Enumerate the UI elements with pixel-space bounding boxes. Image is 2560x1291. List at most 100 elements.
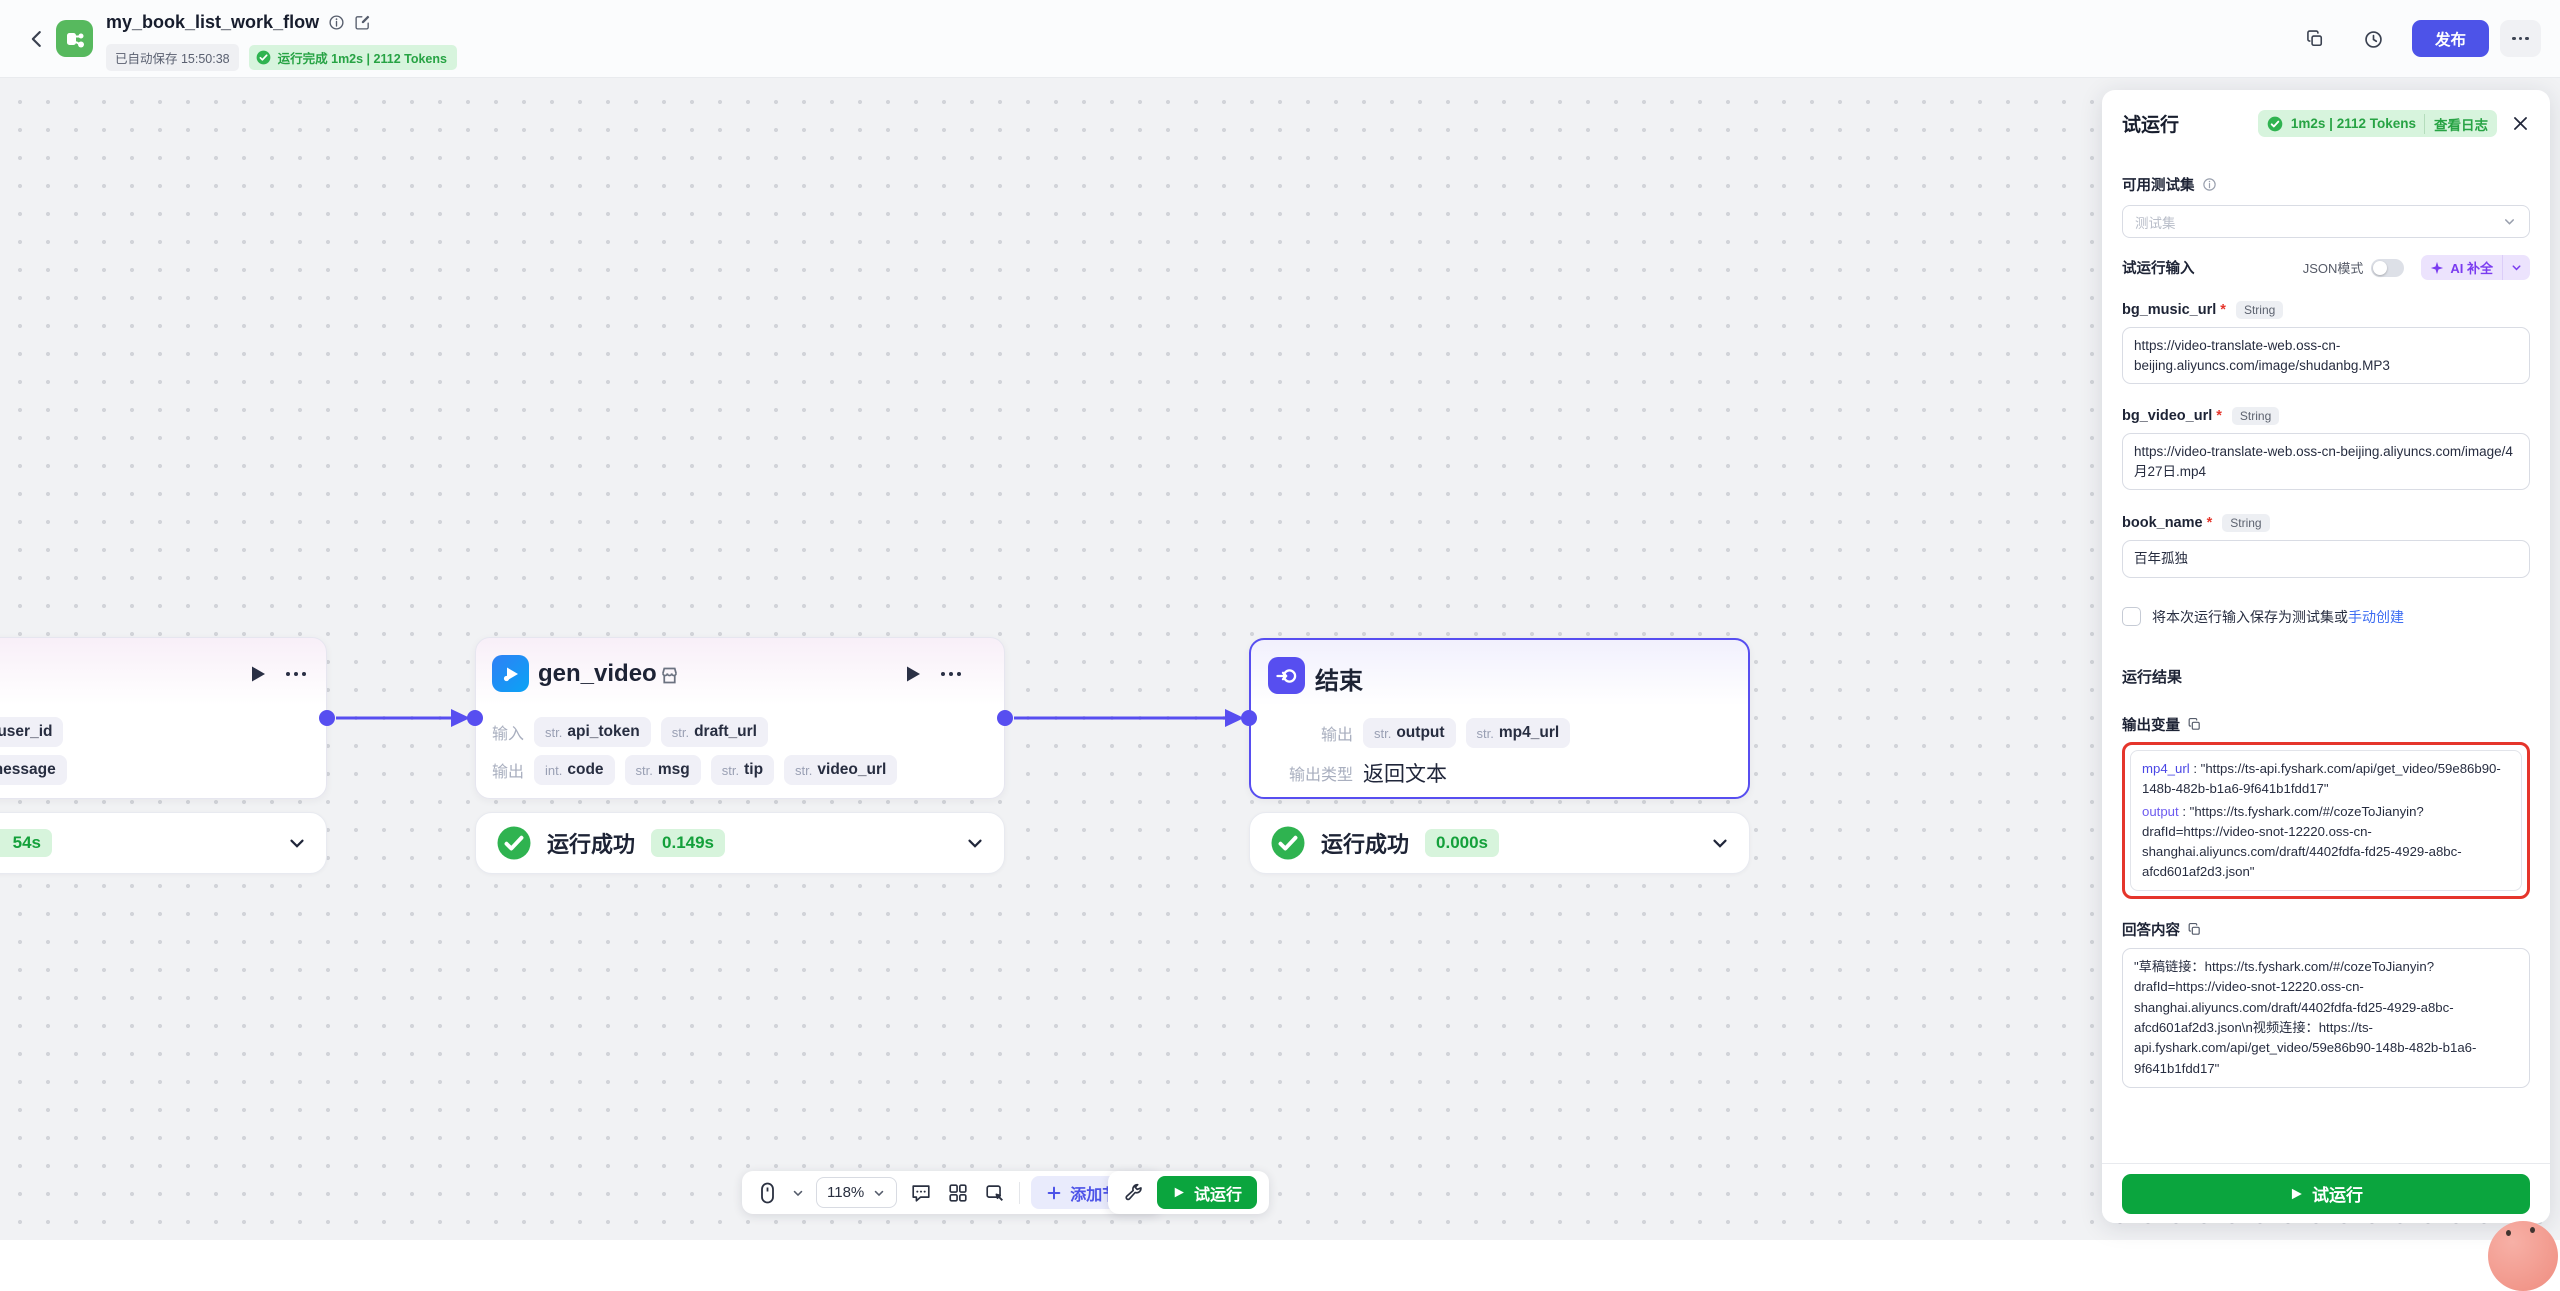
run-status-label: 运行成功 [547, 832, 636, 857]
testset-label: 可用测试集 [2122, 178, 2195, 194]
publish-button[interactable]: 发布 [2412, 20, 2489, 57]
end-node-icon [1268, 657, 1305, 694]
history-icon[interactable] [2356, 22, 2390, 56]
ai-complete-caret[interactable] [2502, 255, 2530, 280]
autosave-badge: 已自动保存 15:50:38 [106, 44, 239, 71]
copy-icon[interactable] [2187, 922, 2202, 937]
panel-footer: 试运行 [2102, 1163, 2550, 1223]
app-header: my_book_list_work_flow 已自动保存 15:50:38 运行… [0, 0, 2560, 78]
panel-test-run-label: 试运行 [2312, 1186, 2363, 1205]
manual-create-link[interactable]: 手动创建 [2348, 608, 2404, 625]
node-more-icon[interactable] [286, 672, 306, 676]
node-title: 结束 [1315, 668, 1363, 695]
chevron-down-icon[interactable] [286, 832, 308, 854]
frame-select-icon[interactable] [982, 1180, 1008, 1206]
auto-layout-icon[interactable] [945, 1180, 971, 1206]
chevron-down-icon [875, 1190, 884, 1196]
chevron-down-icon[interactable] [964, 832, 986, 854]
variable-chip: str.tip [710, 755, 775, 785]
view-log-link[interactable]: 查看日志 [2424, 113, 2488, 134]
save-testset-checkbox[interactable] [2122, 607, 2141, 627]
check-circle-icon [256, 50, 271, 65]
canvas-toolbar: 118% 添加节点 [742, 1171, 1162, 1214]
answer-content-box[interactable]: "草稿链接：https://ts.fyshark.com/#/cozeToJia… [2122, 947, 2530, 1089]
run-duration-badge: 0.149s [651, 829, 726, 857]
header-more-button[interactable] [2500, 20, 2541, 57]
node-end[interactable]: 结束 输出 str.output str.mp4_url 输出类型 返回文本 [1249, 638, 1750, 799]
node-status-gen-video[interactable]: 运行成功 0.149s [475, 812, 1005, 874]
ai-complete-button[interactable]: AI 补全 [2421, 255, 2530, 280]
run-duration-badge: 0.000s [1425, 829, 1500, 857]
bg-music-url-input[interactable]: https://video-translate-web.oss-cn-beiji… [2122, 327, 2530, 385]
save-testset-label: 将本次运行输入保存为测试集或手动创建 [2152, 608, 2404, 625]
node-title: gen_video [538, 660, 657, 687]
run-summary-badge: 1m2s | 2112 Tokens 查看日志 [2257, 110, 2497, 137]
chevron-down-icon [2505, 219, 2514, 225]
duplicate-icon[interactable] [2298, 22, 2332, 56]
test-run-button[interactable]: 试运行 [1157, 1176, 1258, 1209]
run-toolbar: 试运行 [1108, 1171, 1270, 1214]
json-mode-toggle[interactable] [2371, 258, 2405, 277]
zoom-level-select[interactable]: 118% [816, 1177, 898, 1208]
node-gen-video[interactable]: gen_video 输入 str.api_token str.draft_url… [475, 637, 1005, 799]
chevron-down-icon[interactable] [791, 1186, 805, 1200]
success-check-icon [1271, 826, 1305, 860]
gen-video-plugin-icon [492, 655, 529, 692]
field-type-badge: String [2231, 407, 2280, 426]
info-icon[interactable] [2202, 177, 2217, 192]
workflow-logo [56, 20, 93, 57]
node-more-icon[interactable] [941, 672, 961, 676]
assistant-mascot[interactable] [2488, 1221, 2558, 1291]
mouse-mode-icon[interactable] [754, 1180, 780, 1206]
run-time-tokens: 1m2s | 2112 Tokens [2290, 116, 2416, 131]
output-var-row: mp4_url : "https://ts-api.fyshark.com/ap… [2142, 760, 2501, 796]
run-status-badge: 运行完成 1m2s | 2112 Tokens [248, 45, 457, 70]
node-status-start[interactable]: 54s [0, 812, 327, 874]
bg-video-url-input[interactable]: https://video-translate-web.oss-cn-beiji… [2122, 433, 2530, 491]
field-type-badge: String [2222, 514, 2270, 533]
field-name: bg_music_url [2122, 302, 2217, 318]
panel-test-run-button[interactable]: 试运行 [2122, 1173, 2530, 1214]
chevron-down-icon [2512, 265, 2521, 271]
output-type-value: 返回文本 [1363, 763, 1447, 786]
output-vars-highlight: mp4_url : "https://ts-api.fyshark.com/ap… [2122, 741, 2530, 899]
back-button[interactable] [22, 24, 52, 54]
variable-chip: str.msg [624, 755, 701, 785]
output-vars-box[interactable]: mp4_url : "https://ts-api.fyshark.com/ap… [2130, 749, 2522, 891]
run-input-label: 试运行输入 [2122, 261, 2195, 277]
testset-select[interactable]: 测试集 [2122, 205, 2530, 238]
outputs-label: 输出 [492, 764, 525, 781]
play-icon [2291, 1188, 2302, 1199]
comment-icon[interactable] [908, 1180, 934, 1206]
field-type-badge: String [2235, 301, 2284, 319]
field-name: book_name [2122, 515, 2203, 532]
toolbar-divider [1019, 1181, 1021, 1204]
copy-icon[interactable] [2187, 717, 2202, 732]
book-name-input[interactable]: 百年孤独 [2122, 540, 2530, 578]
run-duration-badge: 54s [0, 829, 52, 857]
sparkle-icon [2431, 261, 2444, 274]
json-mode-label: JSON模式 [2302, 261, 2364, 276]
node-start[interactable]: str.user_id str.message [0, 637, 327, 799]
variable-chip: str.output [1363, 718, 1456, 748]
test-run-panel: 试运行 1m2s | 2112 Tokens 查看日志 可用测试集 测试集 试运… [2102, 90, 2550, 1223]
close-icon[interactable] [2511, 114, 2530, 133]
wrench-icon[interactable] [1120, 1180, 1146, 1206]
variable-chip: str.message [0, 755, 67, 785]
testset-placeholder: 测试集 [2135, 215, 2176, 231]
check-circle-icon [2267, 116, 2283, 131]
success-check-icon [497, 826, 531, 860]
chevron-down-icon[interactable] [1709, 832, 1731, 854]
plus-icon [1047, 1186, 1061, 1199]
answer-heading: 回答内容 [2122, 922, 2180, 939]
edit-icon[interactable] [354, 14, 371, 31]
node-run-icon[interactable] [900, 662, 924, 686]
node-status-end[interactable]: 运行成功 0.000s [1249, 812, 1750, 874]
inputs-label: 输入 [492, 726, 525, 743]
node-run-icon[interactable] [245, 662, 269, 686]
output-vars-heading: 输出变量 [2122, 717, 2180, 734]
variable-chip: str.api_token [534, 717, 651, 747]
run-status-label: 运行成功 [1321, 832, 1410, 857]
field-name: bg_video_url [2122, 408, 2213, 425]
info-icon[interactable] [328, 14, 345, 31]
